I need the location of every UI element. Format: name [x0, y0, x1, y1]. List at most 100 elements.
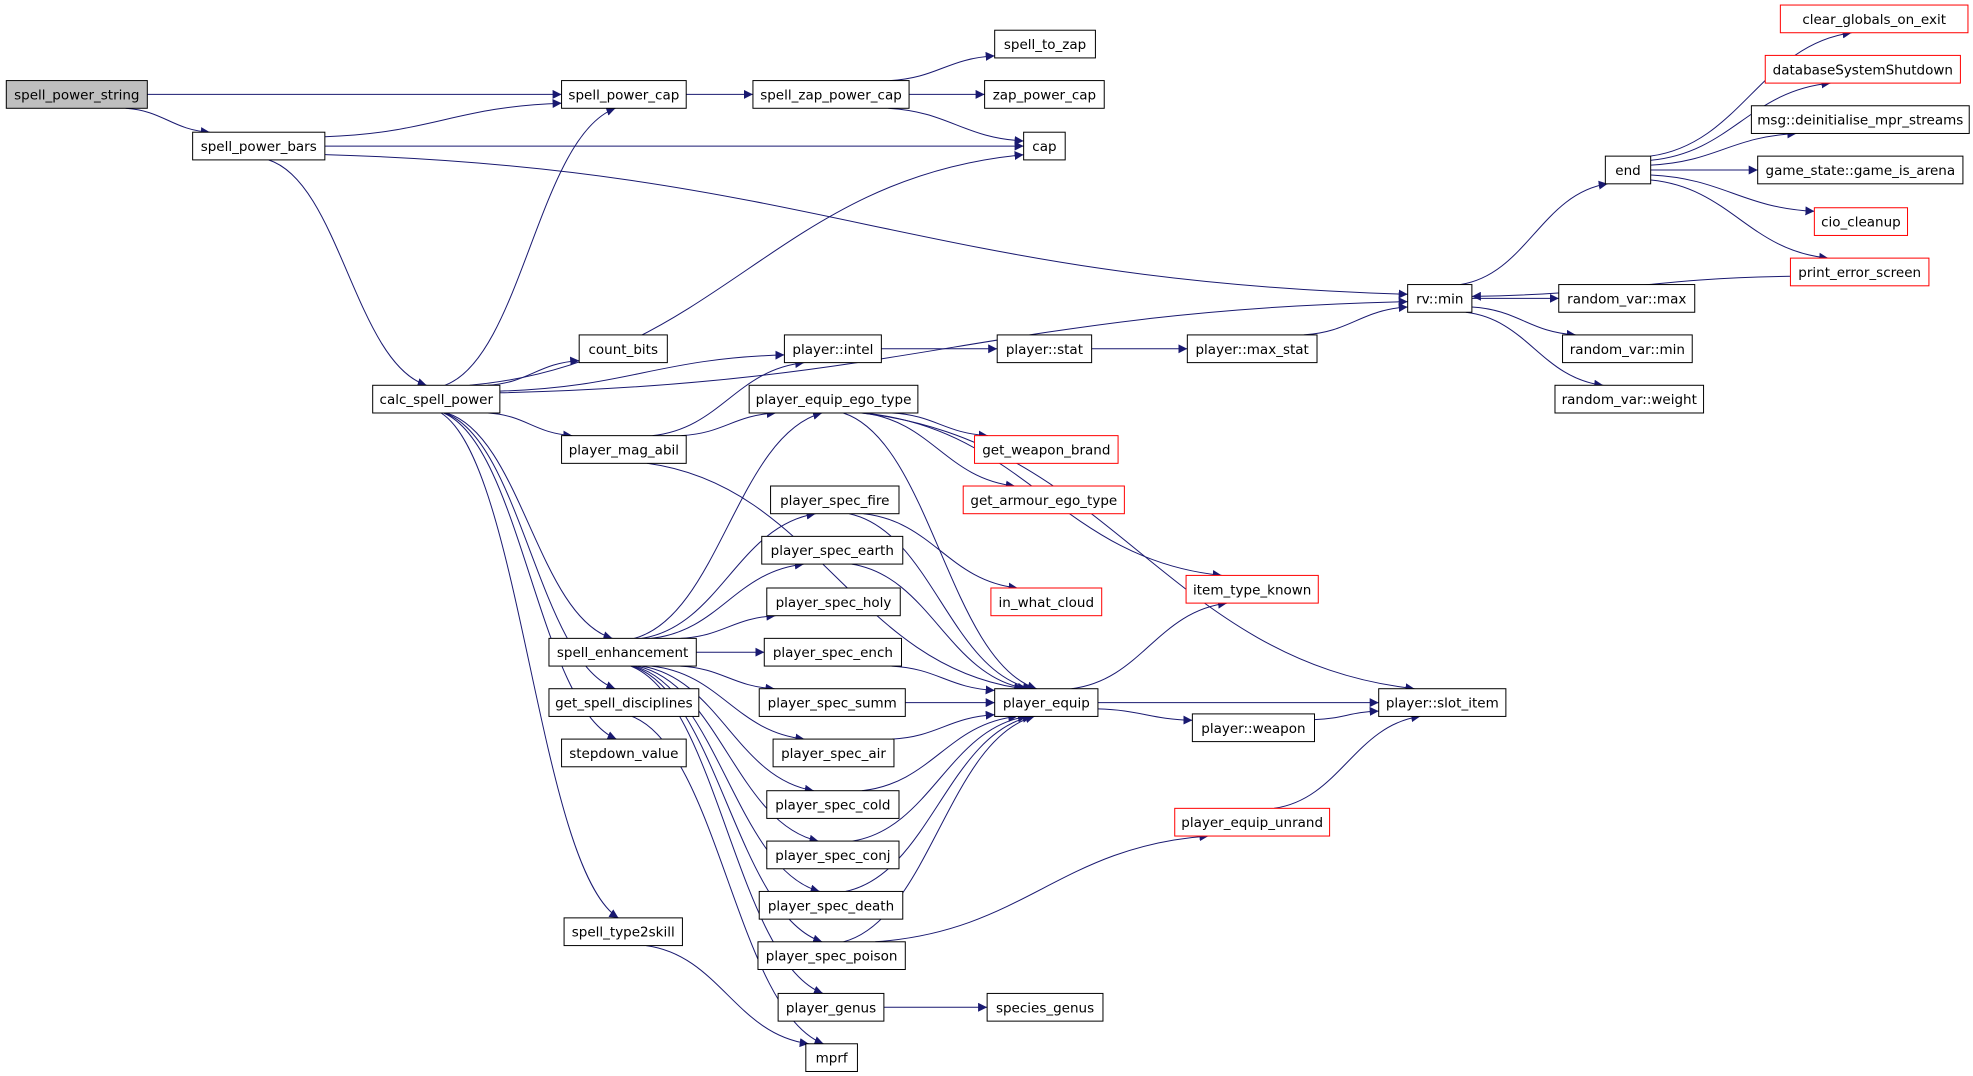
node-get-spell-disciplines[interactable]: get_spell_disciplines	[548, 688, 700, 717]
edge-player_mag_abil-to-player_equip_ego_type	[681, 408, 776, 437]
node-label: spell_power_cap	[568, 87, 679, 103]
node-player-spec-fire[interactable]: player_spec_fire	[770, 485, 900, 515]
node-spell-enhancement[interactable]: spell_enhancement	[548, 637, 697, 667]
node-box	[1023, 131, 1066, 161]
edge-player_spec_conj-to-player_equip	[852, 713, 1027, 842]
node-stepdown-value[interactable]: stepdown_value	[561, 738, 687, 768]
node-label: count_bits	[589, 342, 658, 358]
node-game-is-arena[interactable]: game_state::game_is_arena	[1757, 155, 1964, 185]
node-player-stat[interactable]: player::stat	[996, 334, 1093, 364]
node-clear-globals-on-exit[interactable]: clear_globals_on_exit	[1779, 4, 1969, 34]
node-box	[974, 435, 1119, 464]
edge-end-to-print_error_screen	[1650, 179, 1829, 262]
node-label: player::max_stat	[1195, 342, 1308, 358]
edge-calc_spell_power-to-spell_enhancement	[446, 412, 613, 641]
node-player-spec-poison[interactable]: player_spec_poison	[757, 941, 906, 971]
node-box	[1558, 284, 1696, 313]
node-player-intel[interactable]: player::intel	[783, 334, 882, 364]
node-msg-deinitialise[interactable]: msg::deinitialise_mpr_streams	[1750, 105, 1970, 134]
node-label: player_spec_holy	[776, 595, 892, 611]
node-spell-zap-power-cap[interactable]: spell_zap_power_cap	[752, 80, 910, 109]
node-random-var-weight[interactable]: random_var::weight	[1554, 384, 1705, 414]
node-player-spec-cold[interactable]: player_spec_cold	[766, 790, 900, 819]
node-label: random_var::weight	[1562, 392, 1697, 408]
node-zap-power-cap[interactable]: zap_power_cap	[984, 80, 1105, 109]
edge-player_mag_abil-to-player_equip	[646, 462, 1024, 692]
node-box	[578, 334, 668, 364]
node-end[interactable]: end	[1604, 155, 1652, 185]
node-databaseSystemShutdown[interactable]: databaseSystemShutdown	[1764, 54, 1961, 84]
node-random-var-max[interactable]: random_var::max	[1558, 284, 1696, 313]
node-player-spec-air[interactable]: player_spec_air	[772, 738, 895, 768]
node-get-weapon-brand[interactable]: get_weapon_brand	[974, 435, 1119, 464]
node-item-type-known[interactable]: item_type_known	[1185, 574, 1319, 604]
node-spell-to-zap[interactable]: spell_to_zap	[994, 29, 1096, 59]
node-player-spec-death[interactable]: player_spec_death	[758, 890, 904, 920]
node-mprf[interactable]: mprf	[805, 1043, 858, 1072]
edge-spell_zap_power_cap-to-cap	[888, 107, 1024, 146]
node-in-what-cloud[interactable]: in_what_cloud	[990, 587, 1103, 617]
node-box	[561, 738, 687, 768]
node-box	[563, 917, 683, 947]
node-label: player::intel	[792, 342, 873, 358]
node-player-equip[interactable]: player_equip	[994, 688, 1099, 717]
node-box	[1779, 4, 1969, 34]
node-box	[1407, 284, 1473, 313]
node-get-armour-ego-type[interactable]: get_armour_ego_type	[962, 485, 1125, 515]
edge-spell_type2skill-to-mprf	[646, 945, 809, 1048]
node-label: get_spell_disciplines	[555, 696, 693, 712]
node-spell-power-bars[interactable]: spell_power_bars	[192, 131, 326, 161]
node-label: game_state::game_is_arena	[1766, 163, 1956, 179]
node-box	[766, 790, 900, 819]
node-label: msg::deinitialise_mpr_streams	[1757, 113, 1963, 129]
node-label: get_armour_ego_type	[970, 493, 1117, 509]
edge-player_spec_fire-to-player_equip	[849, 513, 1033, 692]
node-label: item_type_known	[1193, 582, 1311, 598]
node-cio-cleanup[interactable]: cio_cleanup	[1813, 207, 1909, 236]
node-box	[758, 890, 904, 920]
node-box	[1378, 688, 1507, 717]
node-label: spell_zap_power_cap	[760, 87, 902, 103]
node-player-spec-summ[interactable]: player_spec_summ	[758, 688, 906, 717]
node-box	[766, 840, 900, 870]
edge-player_equip_ego_type-to-get_armour_ego_type	[862, 412, 1015, 490]
node-box	[986, 992, 1104, 1022]
node-calc-spell-power[interactable]: calc_spell_power	[372, 384, 501, 414]
node-label: species_genus	[996, 1000, 1094, 1016]
node-player-genus[interactable]: player_genus	[777, 992, 885, 1022]
node-player-max-stat[interactable]: player::max_stat	[1186, 334, 1318, 364]
node-box	[1554, 384, 1705, 414]
node-spell-power-cap[interactable]: spell_power_cap	[561, 80, 687, 109]
node-label: spell_power_bars	[201, 139, 317, 155]
node-player-weapon[interactable]: player::weapon	[1191, 713, 1315, 743]
edge-player_spec_air-to-player_equip	[891, 710, 995, 740]
node-player-spec-earth[interactable]: player_spec_earth	[761, 535, 904, 565]
edge-end-to-clear_globals_on_exit	[1650, 29, 1852, 157]
node-label: player_genus	[786, 1000, 876, 1016]
node-count-bits[interactable]: count_bits	[578, 334, 668, 364]
node-cap[interactable]: cap	[1023, 131, 1066, 161]
edge-spell_enhancement-to-player_equip_ego_type	[634, 410, 823, 639]
node-box	[561, 80, 687, 109]
node-player-spec-holy[interactable]: player_spec_holy	[766, 587, 901, 617]
node-label: player_spec_poison	[766, 949, 898, 965]
edge-rv_min-to-end	[1460, 180, 1608, 286]
node-rv-min[interactable]: rv::min	[1407, 284, 1473, 313]
node-player-equip-unrand[interactable]: player_equip_unrand	[1174, 807, 1331, 837]
node-label: player_spec_air	[781, 746, 886, 762]
node-player-slot-item[interactable]: player::slot_item	[1378, 688, 1507, 717]
node-player-equip-ego-type[interactable]: player_equip_ego_type	[748, 384, 919, 414]
node-player-spec-conj[interactable]: player_spec_conj	[766, 840, 900, 870]
node-species-genus[interactable]: species_genus	[986, 992, 1104, 1022]
node-spell-power-string[interactable]: spell_power_string	[5, 80, 148, 109]
node-box	[996, 334, 1093, 364]
node-box	[770, 485, 900, 515]
node-spell-type2skill[interactable]: spell_type2skill	[563, 917, 683, 947]
edge-calc_spell_power-to-count_bits	[487, 356, 580, 386]
node-player-spec-ench[interactable]: player_spec_ench	[763, 637, 903, 667]
node-print-error-screen[interactable]: print_error_screen	[1789, 257, 1930, 287]
node-random-var-min[interactable]: random_var::min	[1562, 334, 1693, 364]
node-player-mag-abil[interactable]: player_mag_abil	[561, 435, 687, 464]
node-box	[1562, 334, 1693, 364]
node-label: clear_globals_on_exit	[1802, 12, 1946, 28]
